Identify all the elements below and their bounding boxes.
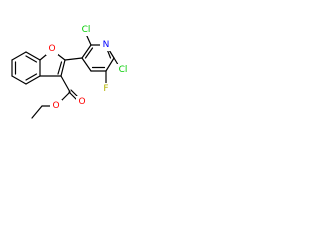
bond [25,51,41,61]
chlorine-right-label: Cl [119,65,128,75]
nitrogen-label: N [103,40,110,50]
oxygen-ester-label: O [52,101,59,111]
bond [105,57,115,72]
bond [25,75,41,85]
bond [11,51,27,61]
double-bond [57,61,63,75]
atom-labels: O O O N Cl Cl F [46,24,131,112]
bond [81,44,92,59]
bond [64,57,83,61]
bond [60,59,66,77]
double-bond [84,47,94,59]
bond [11,75,27,85]
chlorine-top-label: Cl [82,25,91,35]
oxygen-ring-label: O [48,44,55,54]
double-bond [25,55,38,63]
fluorine-label: F [103,84,108,94]
oxygen-carbonyl-label: O [78,97,85,107]
pyridine-ring [64,44,115,72]
bond [60,75,71,93]
benzene-ring [11,51,41,85]
double-bond [25,73,38,81]
bond [81,57,92,72]
molecule-structure: O O O N Cl Cl F [11,24,131,119]
bond [31,105,43,119]
